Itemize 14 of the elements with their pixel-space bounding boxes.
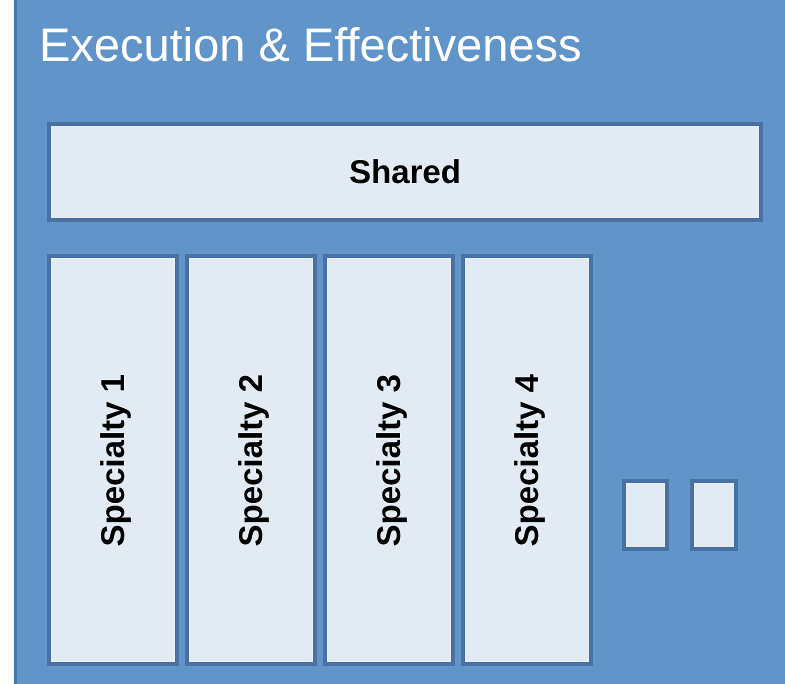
column-box [185,254,317,666]
box-label: Shared [349,153,461,191]
empty-box [690,479,738,551]
box-label: Specialty 1 [94,374,132,546]
box-label: Specialty 2 [232,374,270,546]
column-box [47,254,179,666]
container-panel [14,0,785,684]
panel-title: Execution & Effectiveness [39,17,582,72]
box-label: Specialty 4 [508,374,546,546]
column-box [461,254,593,666]
bar-box [47,122,763,222]
box-label: Specialty 3 [370,374,408,546]
column-box [323,254,455,666]
empty-box [622,479,669,551]
